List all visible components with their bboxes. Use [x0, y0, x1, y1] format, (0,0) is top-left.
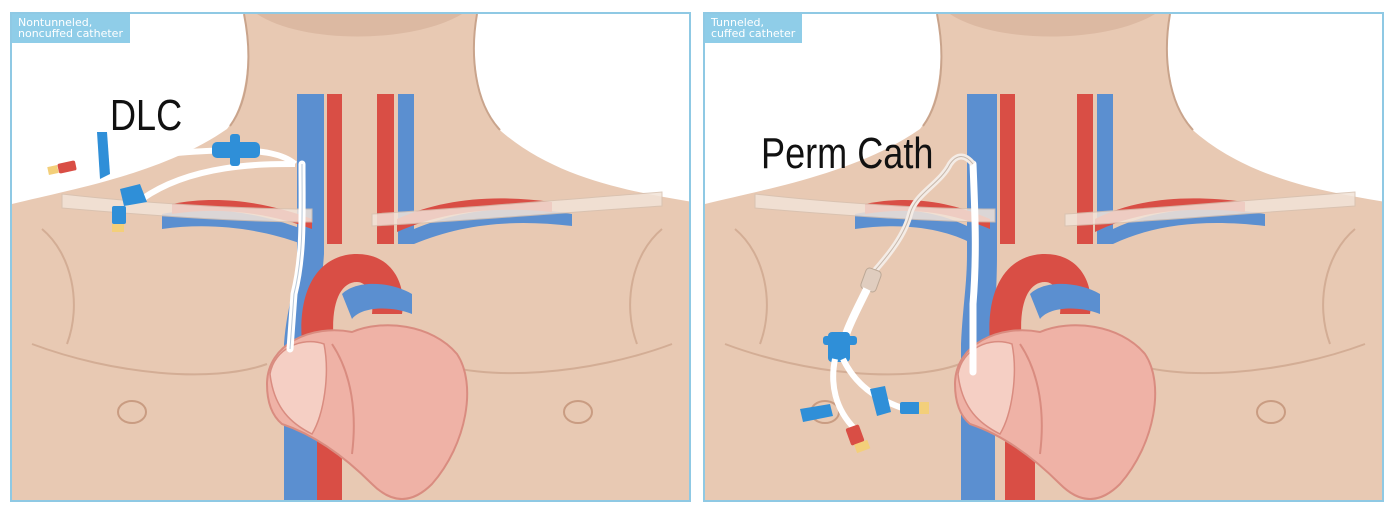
carotid-artery [1000, 94, 1015, 244]
panel-tag: Tunneled, cuffed catheter [705, 14, 802, 43]
carotid-artery [327, 94, 342, 244]
catheter-intravascular [973, 164, 975, 372]
luer-connector-blue [900, 402, 920, 414]
panel-nontunneled: Nontunneled, noncuffed catheter DLC [10, 12, 691, 502]
catheter-label: DLC [110, 94, 182, 138]
suture-wing [230, 134, 240, 166]
anatomy-illustration [12, 14, 691, 502]
luer-cap [919, 402, 929, 414]
luer-connector-blue [112, 206, 126, 224]
panel-tunneled: Tunneled, cuffed catheter Perm Cath [703, 12, 1384, 502]
clamp [97, 132, 110, 179]
catheter-label: Perm Cath [761, 132, 933, 176]
suture-wing [823, 336, 857, 345]
luer-connector-red [57, 160, 77, 174]
luer-cap [112, 224, 124, 232]
anatomy-illustration [705, 14, 1384, 502]
panel-tag: Nontunneled, noncuffed catheter [12, 14, 130, 43]
luer-cap [47, 165, 58, 175]
